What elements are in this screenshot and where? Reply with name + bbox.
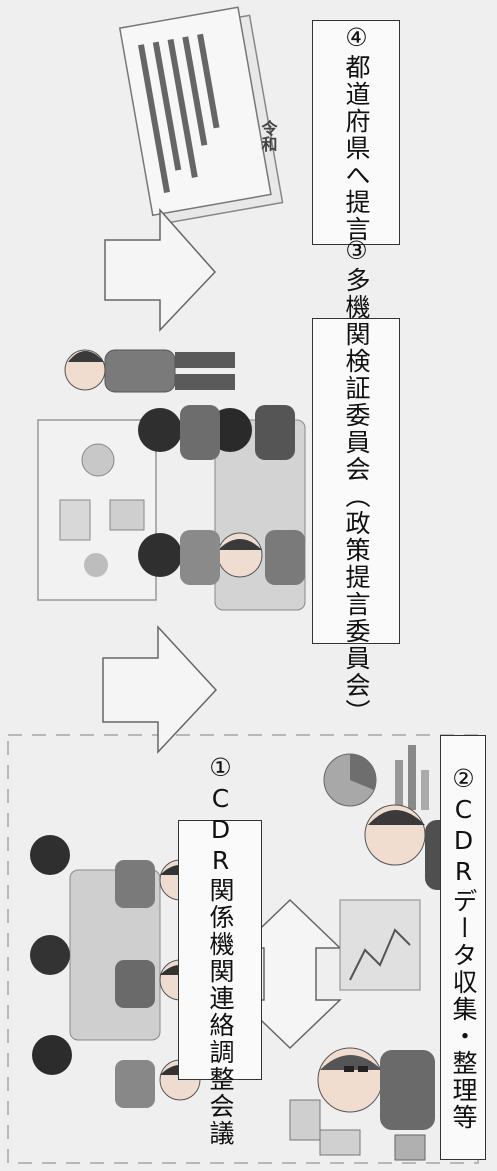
step2-box: ②CDRデータ収集・整理等: [440, 735, 486, 1160]
step2-text: ②CDRデータ収集・整理等: [449, 764, 478, 1131]
proposal-document-illustration: [118, 6, 284, 225]
step1-line1: ①CDR関係機関: [206, 753, 235, 985]
step4-line2: 提言: [342, 188, 371, 243]
arrow-up-to-step4: [104, 208, 217, 332]
document-seal-text: 令和: [259, 119, 279, 153]
step3-box: ③多機関検証委員会 （政策提言委員会）: [312, 236, 400, 726]
step3-line1: ③多機関検証委員会: [342, 236, 371, 483]
data-collection-illustration: [289, 745, 480, 1161]
liaison-meeting-illustration: [30, 835, 201, 1108]
double-arrow-step1-step2: [238, 898, 342, 1050]
step3-line2: （政策提言委員会）: [342, 483, 371, 726]
step4-line1: ④都道府県へ: [342, 22, 371, 189]
committee-meeting-illustration: [37, 349, 306, 611]
arrow-up-to-step3: [102, 625, 218, 754]
step4-box: ④都道府県へ 提言: [312, 20, 400, 245]
step1-line2: 連絡調整会議: [206, 985, 235, 1147]
step1-box: ①CDR関係機関 連絡調整会議: [178, 753, 262, 1147]
